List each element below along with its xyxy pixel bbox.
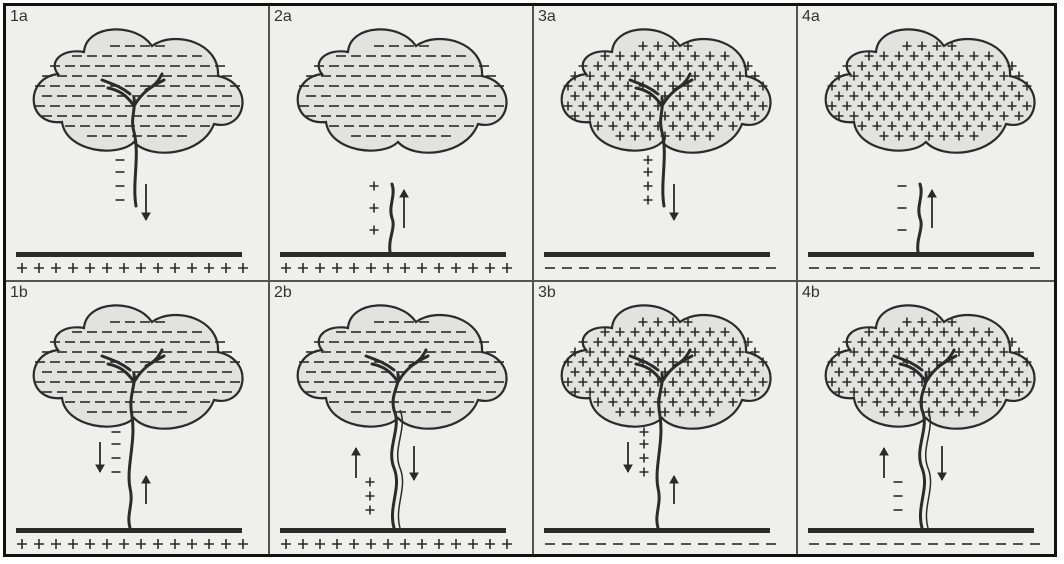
panel-3a-drawing [534,6,796,280]
panel-1a: 1a [6,6,270,282]
channel-charges [894,482,903,510]
panel-label: 2b [274,284,292,302]
ground-line [16,252,242,257]
panel-label: 4a [802,8,820,26]
panel-2b-drawing [270,282,532,556]
thundercloud [562,29,771,152]
downward-arrow-right [410,446,418,480]
downward-arrow [142,184,150,220]
thundercloud [562,305,771,428]
panel-3b-drawing [534,282,796,556]
downward-arrow [670,184,678,220]
panel-label: 3b [538,284,556,302]
upward-arrow [670,476,678,504]
thundercloud [826,305,1035,428]
streamer-charges [898,186,907,230]
leader-charges [116,160,125,200]
ground-line [544,252,770,257]
thundercloud [298,305,507,428]
lightning-channel [390,184,393,252]
channel-charges [366,478,375,515]
panel-label: 1a [10,8,28,26]
streamer-charges [370,182,379,235]
panel-3b: 3b [534,282,798,557]
thundercloud [826,29,1035,152]
upward-arrow [142,476,150,504]
panel-1b-drawing [6,282,268,556]
thundercloud [34,29,243,152]
panel-label: 3a [538,8,556,26]
panel-4a: 4a [798,6,1057,282]
leader-charges [112,432,121,472]
panel-label: 4b [802,284,820,302]
ground-charges [281,263,512,273]
panel-1b: 1b [6,282,270,557]
ground-charges [281,539,512,549]
panel-1a-drawing [6,6,268,280]
ground-charges [17,263,248,273]
thundercloud [34,305,243,428]
ground-line [808,252,1034,257]
ground-line [280,252,506,257]
panel-label: 2a [274,8,292,26]
downward-arrow [624,442,632,472]
leader-charges [644,156,653,205]
panel-2a-drawing [270,6,532,280]
upward-arrow [928,190,936,228]
diagram-frame: 1a 2a 3a 4a 1b 2b 3b 4b [3,3,1057,557]
panel-2a: 2a [270,6,534,282]
panel-4b: 4b [798,282,1057,557]
upward-arrow-left [352,448,360,478]
leader-charges [640,428,649,477]
thundercloud [298,29,507,152]
upward-arrow [400,190,408,228]
upward-arrow-left [880,448,888,478]
panel-label: 1b [10,284,28,302]
panel-3a: 3a [534,6,798,282]
downward-arrow [96,442,104,472]
downward-arrow-right [938,446,946,480]
panel-4b-drawing [798,282,1057,556]
lightning-channel [918,184,921,252]
panel-4a-drawing [798,6,1057,280]
ground-charges [17,539,248,549]
panel-2b: 2b [270,282,534,557]
